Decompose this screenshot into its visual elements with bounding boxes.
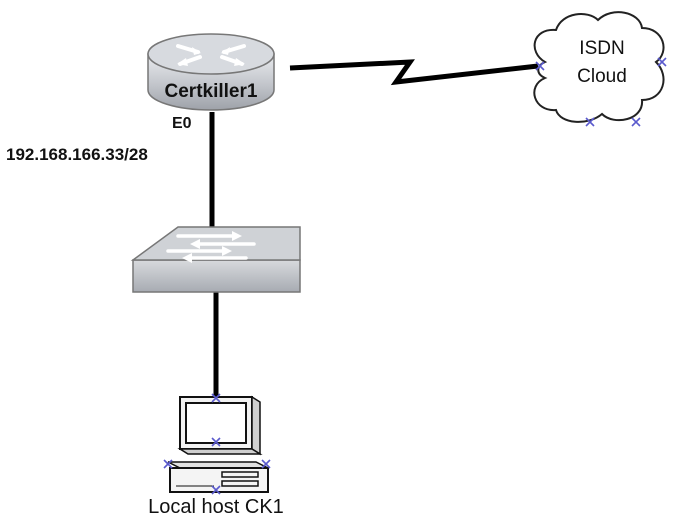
cloud-label-line2: Cloud bbox=[577, 66, 627, 87]
switch-icon[interactable] bbox=[130, 226, 301, 293]
connection-markers bbox=[163, 57, 667, 495]
serial-link-isdn bbox=[289, 59, 539, 86]
connection-marker bbox=[535, 61, 545, 71]
cloud-icon[interactable] bbox=[533, 11, 665, 123]
host-label: Local host CK1 bbox=[148, 496, 284, 518]
connection-marker bbox=[585, 117, 595, 127]
interface-name: E0 bbox=[172, 115, 192, 132]
interface-address: 192.168.166.33/28 bbox=[6, 145, 148, 164]
connection-marker bbox=[631, 117, 641, 127]
connection-marker bbox=[211, 485, 221, 495]
connection-marker bbox=[657, 57, 667, 67]
router-icon[interactable] bbox=[147, 33, 275, 111]
connection-marker bbox=[211, 437, 221, 447]
connection-marker bbox=[211, 393, 221, 403]
cloud-label-line1: ISDN bbox=[579, 38, 624, 59]
router-name: Certkiller1 bbox=[165, 81, 258, 102]
connection-marker bbox=[163, 459, 173, 469]
connection-marker bbox=[261, 459, 271, 469]
